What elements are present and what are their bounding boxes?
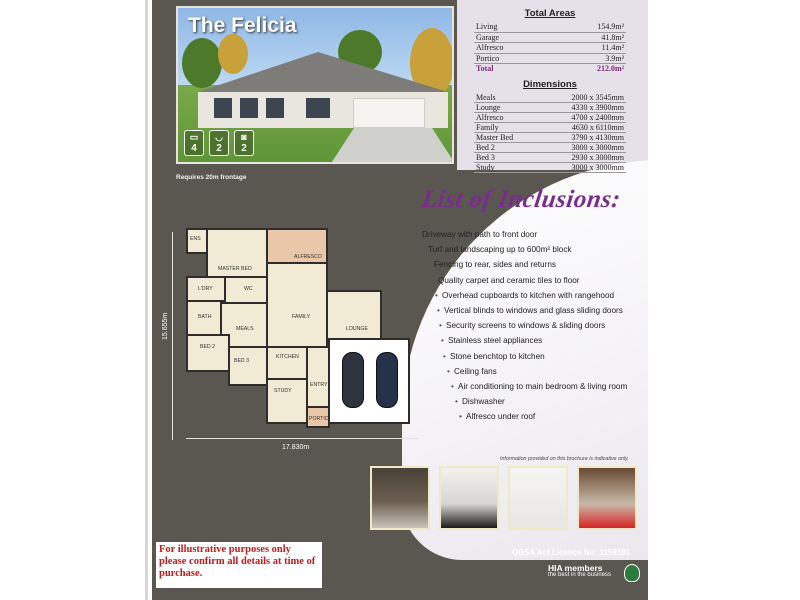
room-entry: ENTRY [306, 346, 330, 408]
brochure-page: The Felicia ▭4 ◡2 ◙2 Requires 20m fronta… [152, 0, 648, 600]
page-edge [145, 0, 148, 600]
list-item: Vertical blinds to windows and glass sli… [437, 306, 627, 321]
hia-name: HIA members [548, 563, 603, 573]
room-study: STUDY [266, 378, 308, 424]
bath-icon: ◡ [215, 132, 223, 142]
room-bath: BATH [186, 300, 222, 336]
bathroom-photo [439, 466, 499, 530]
house-title: The Felicia [188, 14, 297, 37]
car-icon [342, 352, 364, 408]
inclusions-list: Driveway with path to front door Turf an… [415, 230, 627, 427]
list-item: Ceiling fans [447, 367, 627, 382]
licence-number: QBSA Act Licence No: 1159181 [512, 548, 631, 557]
room-family: FAMILY [266, 262, 328, 348]
hia-tagline: the best in the business [548, 572, 612, 578]
depth-label: 15.655m [162, 312, 169, 340]
width-dimension-line [186, 438, 418, 439]
car-icon [376, 352, 398, 408]
dining-photo [370, 466, 430, 530]
width-label: 17.830m [282, 444, 310, 451]
bed-icon: ▭ [189, 132, 199, 142]
car-icon: ◙ [241, 132, 247, 142]
front-door [306, 98, 330, 118]
living-room-photo [577, 466, 637, 530]
house-window [240, 98, 258, 118]
garage-door [353, 98, 425, 128]
kitchen-photo [508, 466, 568, 530]
list-item: Alfresco under roof [459, 412, 627, 427]
list-item: Dishwasher [455, 397, 627, 412]
room-bed-3: BED 3 [228, 346, 268, 386]
inclusions-title: List of Inclusions: [420, 186, 623, 213]
house-window [266, 98, 284, 118]
list-item: Driveway with path to front door [415, 230, 627, 245]
bed-count: ▭4 [184, 130, 204, 156]
garage [328, 338, 410, 424]
floorplan-drawing: ENS MASTER BED ALFRESCO L'DRY WC BATH FA… [186, 228, 414, 428]
room-lounge: LOUNGE [326, 290, 382, 340]
interior-photos [370, 466, 637, 530]
car-count: ◙2 [234, 130, 254, 156]
list-item: Security screens to windows & sliding do… [439, 321, 627, 336]
list-item: Quality carpet and ceramic tiles to floo… [431, 276, 627, 291]
room-portico: PORTICO [306, 406, 333, 428]
feature-icons: ▭4 ◡2 ◙2 [184, 130, 254, 156]
disclaimer: Information provided on this brochure is… [500, 456, 629, 462]
depth-dimension-line [172, 232, 173, 440]
house-roof [198, 52, 448, 92]
floorplan: 15.655m ENS MASTER BED ALFRESCO L'DRY WC… [162, 222, 432, 452]
room-ens: ENS [186, 228, 208, 254]
bath-count: ◡2 [209, 130, 229, 156]
hia-badge: HIA members the best in the business [548, 563, 611, 578]
list-item: Fencing to rear, sides and returns [427, 260, 627, 275]
room-master-bed: MASTER BED [206, 228, 268, 278]
room-bed-2: BED 2 [186, 334, 230, 372]
house-photo: The Felicia ▭4 ◡2 ◙2 [176, 6, 454, 164]
list-item: Stainless steel appliances [441, 336, 627, 351]
list-item: Turf and landscaping up to 600m² block [421, 245, 627, 260]
list-item: Air conditioning to main bedroom & livin… [451, 382, 627, 397]
room-kitchen: KITCHEN [266, 346, 310, 380]
hia-logo-icon [624, 564, 640, 582]
house-window [214, 98, 232, 118]
areas-heading: Total Areas [524, 8, 576, 19]
room-alfresco: ALFRESCO [266, 228, 328, 264]
room-wc: WC [224, 276, 268, 304]
dimensions-heading: Dimensions [523, 78, 577, 90]
list-item: Overhead cupboards to kitchen with range… [435, 291, 627, 306]
frontage-note: Requires 20m frontage [176, 174, 247, 181]
driveway [328, 128, 452, 162]
room-laundry: L'DRY [186, 276, 226, 302]
list-item: Stone benchtop to kitchen [443, 352, 627, 367]
illustrative-notice: For illustrative purposes only please co… [156, 542, 322, 588]
